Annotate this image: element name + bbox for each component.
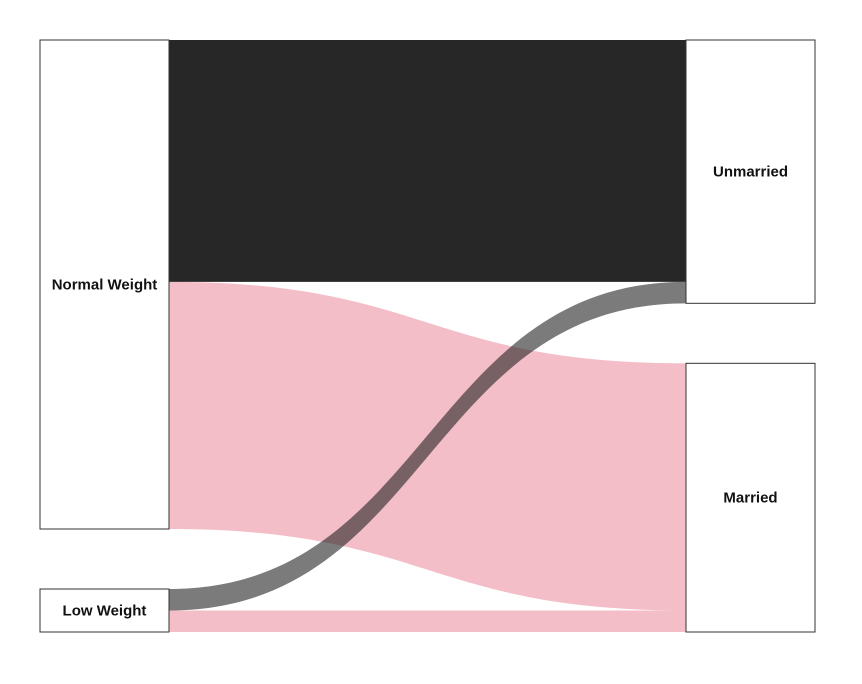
link-normal-to-unmarried [169, 40, 686, 282]
node-normal [39, 39, 170, 530]
node-label-married: Married [723, 490, 777, 507]
node-label-normal: Normal Weight [52, 277, 158, 294]
node-married [685, 362, 816, 633]
node-label-unmarried: Unmarried [713, 164, 788, 181]
node-label-low: Low Weight [63, 603, 147, 620]
node-low [39, 588, 170, 633]
links-layer [169, 40, 686, 632]
link-low-to-married [169, 610, 686, 632]
link-low-to-unmarried [169, 281, 686, 611]
node-unmarried [685, 39, 816, 304]
